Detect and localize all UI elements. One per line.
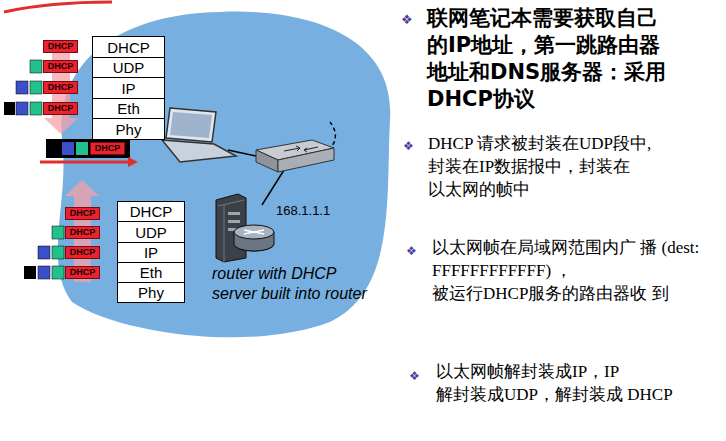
flow-arrowhead (128, 157, 138, 167)
payload-label: DHCP (48, 83, 74, 92)
bullet-text: DHCP 请求被封装在UDP段中, 封装在IP数据报中，封装在 以太网的帧中 (428, 132, 718, 201)
ip-header (16, 102, 28, 115)
protocol-layer-box: Eth (117, 262, 185, 283)
bullet-text: 以太网帧解封装成IP，IP 解封装成UDP，解封装成 DHCP (436, 360, 716, 406)
eth-header (24, 266, 36, 279)
dhcp-payload-box: DHCP (43, 81, 78, 94)
layer-name: IP (144, 245, 158, 260)
bullet-text: 联网笔记本需要获取自己 的IP地址，第一跳路由器 地址和DNS服务器：采用 DH… (427, 5, 719, 113)
protocol-layer-box: UDP (117, 221, 185, 243)
dhcp-payload-box: DHCP (90, 142, 125, 155)
payload-label: DHCP (70, 248, 96, 257)
laptop-display (170, 112, 212, 138)
dhcp-payload-box: DHCP (65, 226, 100, 239)
payload-label: DHCP (70, 228, 96, 237)
protocol-layer-box: DHCP (117, 201, 185, 222)
up-arrow (65, 180, 99, 282)
payload-label: DHCP (48, 42, 74, 51)
layer-name: UDP (135, 225, 167, 240)
protocol-layer-box: UDP (92, 57, 165, 78)
wire (262, 170, 284, 205)
down-arrow (44, 40, 78, 134)
udp-header (30, 81, 42, 94)
bullet-text: 以太网帧在局域网范围内广 播 (dest: FFFFFFFFFFFF) ， 被运… (432, 236, 716, 305)
dhcp-payload-box: DHCP (65, 246, 100, 259)
dhcp-payload-box: DHCP (43, 102, 78, 115)
drive-bay (228, 220, 240, 223)
eth-header (4, 102, 15, 115)
bullet-marker: ❖ (406, 244, 417, 258)
router-caption: router with DHCP server built into route… (212, 264, 372, 304)
payload-label: DHCP (95, 144, 121, 153)
switch-arrows (284, 146, 318, 152)
protocol-layer-box: Phy (117, 282, 185, 303)
protocol-layer-box: Phy (92, 118, 165, 140)
protocol-layer-box: DHCP (92, 36, 165, 58)
bullet-marker: ❖ (403, 139, 414, 153)
layer-name: Phy (116, 122, 142, 137)
ip-address: 168.1.1.1 (276, 203, 330, 218)
layer-name: Eth (140, 265, 163, 280)
laptop-screen (166, 108, 216, 142)
dhcp-payload-box: DHCP (65, 207, 100, 220)
protocol-layer-box: IP (117, 242, 185, 263)
udp-header (52, 266, 64, 279)
ip-header (38, 246, 50, 259)
eth-frame (46, 139, 130, 158)
udp-header (52, 246, 64, 259)
protocol-layer-box: Eth (92, 98, 165, 119)
payload-label: DHCP (48, 62, 74, 71)
protocol-layer-box: IP (92, 77, 165, 99)
network-cloud (58, 12, 391, 338)
ip-header (62, 142, 74, 155)
router-top (234, 225, 274, 239)
udp-header (52, 226, 64, 239)
drive-bay (228, 212, 240, 215)
dhcp-payload-box: DHCP (43, 60, 78, 73)
dhcp-payload-box: DHCP (65, 266, 100, 279)
layer-name: DHCP (107, 40, 150, 55)
layer-name: DHCP (130, 204, 173, 219)
ip-header (16, 81, 28, 94)
payload-label: DHCP (70, 268, 96, 277)
payload-label: DHCP (48, 104, 74, 113)
ip-header (38, 266, 50, 279)
dhcp-payload-box: DHCP (43, 40, 78, 53)
router-arrows (244, 230, 264, 234)
bullet-marker: ❖ (409, 369, 420, 383)
flow-arrow (40, 161, 128, 164)
payload-label: DHCP (70, 209, 96, 218)
udp-header (76, 142, 88, 155)
bullet-marker: ❖ (401, 12, 413, 27)
underline-stroke (4, 2, 112, 12)
udp-header (30, 102, 42, 115)
layer-name: Phy (138, 285, 164, 300)
switch-side (256, 150, 278, 172)
layer-name: UDP (113, 60, 145, 75)
layer-name: Eth (117, 101, 140, 116)
layer-name: IP (121, 81, 135, 96)
laptop-base (162, 140, 236, 162)
udp-header (30, 60, 42, 73)
